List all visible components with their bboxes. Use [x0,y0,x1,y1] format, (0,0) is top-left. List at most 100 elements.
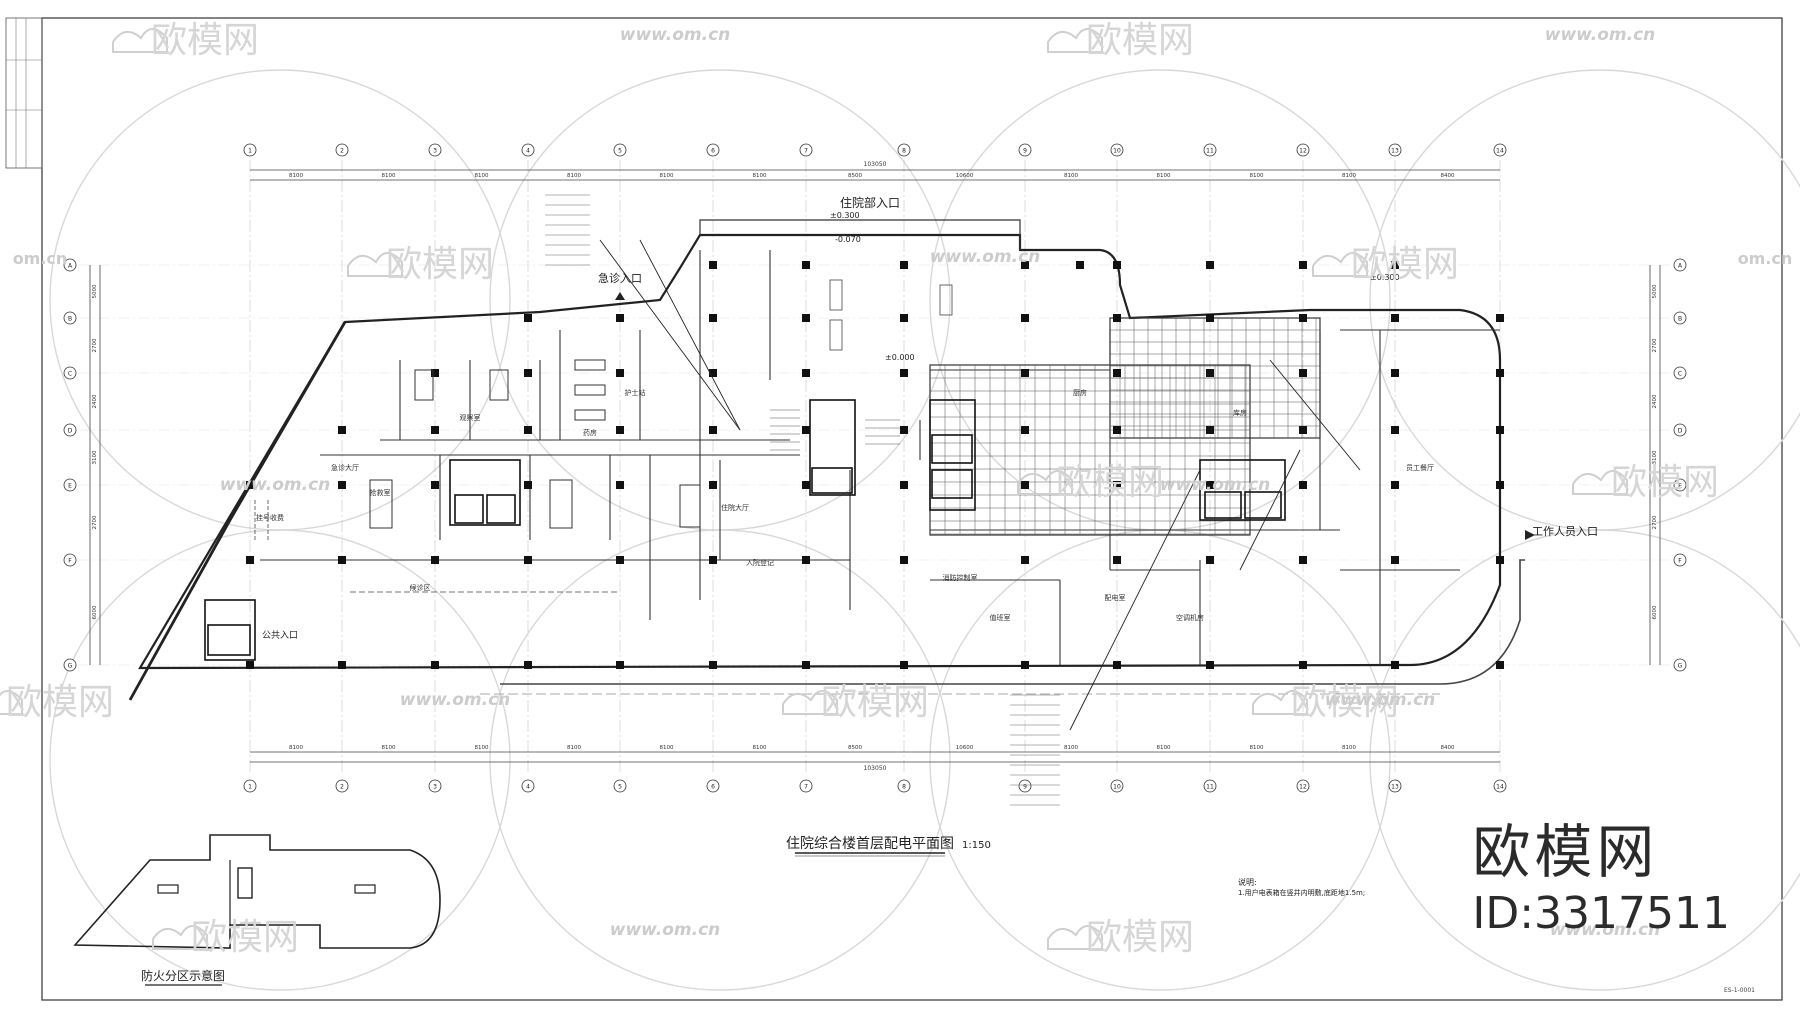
grid-bubble [1296,143,1310,157]
grid-bubble-label: 3 [433,148,437,155]
grid-bubble [613,143,627,157]
room-label: 值班室 [990,613,1011,622]
column [802,556,810,564]
bay-dimension: 8100 [753,173,767,179]
column [802,481,810,489]
column [709,261,717,269]
column [1113,369,1121,377]
watermark-texts: 欧模网欧模网欧模网欧模网欧模网欧模网欧模网欧模网欧模网欧模网欧模网www.om.… [0,20,1792,958]
grid-bubble-label: 14 [1496,148,1504,155]
bay-dimension: 10600 [956,745,974,751]
grid-bubble [63,366,77,380]
grid-bubble-label: 8 [902,784,906,791]
grid-bubble-label: 2 [340,784,344,791]
grid-bubble-label: 4 [526,148,530,155]
column [709,369,717,377]
column [709,556,717,564]
column [1299,314,1307,322]
grid-bubble-label: 2 [340,148,344,155]
fire-zone-title: 防火分区示意图 [141,968,225,983]
bay-dimension: 8400 [1441,745,1455,751]
column [246,481,254,489]
grid-bubble-label: 5 [618,148,622,155]
grid-bubble-label: A [68,263,73,270]
binding-strip [5,17,43,169]
watermark-brand: 欧模网 [191,917,299,958]
column [709,661,717,669]
bay-dimension: 8100 [1157,173,1171,179]
grid-bubble [335,143,349,157]
grid-bubble [1673,478,1687,492]
bay-dimension: 8100 [567,173,581,179]
grid-bubble [1110,779,1124,793]
row-dimension: 2700 [1652,338,1658,352]
grid-bubble [613,779,627,793]
grid-bubble [706,779,720,793]
column [1206,661,1214,669]
grid-bubble [1673,311,1687,325]
column [1391,426,1399,434]
grid-bubble [799,143,813,157]
level-mark-canopy: ±0.300 [830,211,860,220]
binding-strip-lines [6,18,42,168]
column [1299,661,1307,669]
bay-dimension: 8100 [289,173,303,179]
slanted-wall [128,321,347,701]
bay-dimension: 8100 [660,745,674,751]
column [709,314,717,322]
row-dimension: 2700 [1652,515,1658,529]
column [1496,481,1504,489]
column [338,556,346,564]
column [1021,314,1029,322]
column [1021,556,1029,564]
entrance-canopy-inpatient [699,219,1021,250]
grid-bubble-label: 13 [1391,784,1399,791]
column [1299,426,1307,434]
column [1299,369,1307,377]
kitchen-hatch-lines [930,318,1320,535]
watermark-brand: 欧模网 [1086,917,1194,958]
grid-bubble-label: F [68,558,72,565]
entrance-label-public: 公共入口 [262,630,298,641]
grid-bubble [1673,423,1687,437]
room-label: 库房 [1233,408,1247,417]
bay-dimension: 8100 [1157,745,1171,751]
grid-bubble-label: 12 [1299,148,1307,155]
column [1391,261,1399,269]
lobby-seating [829,279,953,351]
bay-dimension: 8100 [475,173,489,179]
watermark-logo-icon [152,925,208,950]
column [1206,261,1214,269]
column [431,369,439,377]
dimension-total-bottom: 103050 [864,765,887,772]
watermark-brand: 欧模网 [1611,462,1719,503]
grid-bubble [1673,258,1687,272]
notes-line: 1.用户电表箱在竖井内明敷,底距地1.5m; [1238,888,1365,897]
room-label: 候诊区 [410,583,431,592]
exterior-path-line [500,559,1525,685]
column [616,661,624,669]
column [1496,314,1504,322]
stair-treads [770,409,900,451]
grid-bubble-label: 10 [1113,784,1121,791]
column [802,661,810,669]
grid-bubble-label: D [68,428,73,435]
column [1391,661,1399,669]
dimension-total-top: 103050 [864,161,887,168]
watermark-brand: 欧模网 [6,682,114,723]
column [900,426,908,434]
grid-bubble [335,779,349,793]
grid-bubble [521,143,535,157]
grid-bubble [243,143,257,157]
bay-dimension: 8500 [848,173,862,179]
column [616,556,624,564]
room-label: 抢救室 [370,488,391,497]
bay-dimension: 8100 [567,745,581,751]
column [1299,556,1307,564]
watermark-brand: 欧模网 [1291,682,1399,723]
grid-bubble [897,143,911,157]
column [1206,556,1214,564]
